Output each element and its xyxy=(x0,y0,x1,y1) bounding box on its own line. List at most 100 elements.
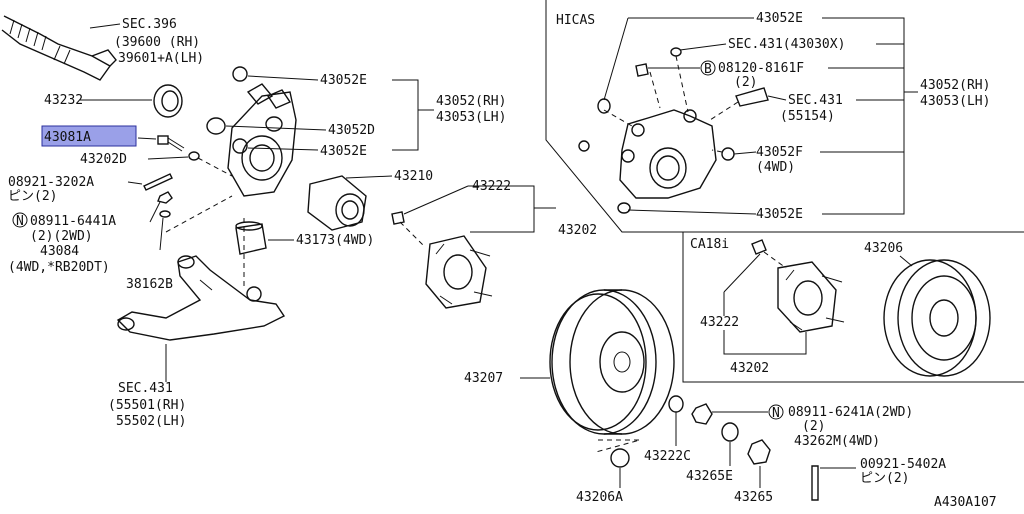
axle-housing-drawing xyxy=(206,66,297,197)
label-43052-rh[interactable]: 43052(RH) xyxy=(436,94,506,109)
b-marker-hicas: B xyxy=(700,60,716,77)
label-h-08120-8161f[interactable]: 08120-8161F xyxy=(718,61,804,76)
leader-43222 xyxy=(403,185,469,215)
leader-43052d xyxy=(225,125,327,131)
driveshaft-drawing xyxy=(1,15,117,81)
label-c43202[interactable]: 43202 xyxy=(730,361,769,376)
label-43052e-top[interactable]: 43052E xyxy=(320,73,367,88)
leader-43210 xyxy=(345,175,393,179)
label-hicas: HICAS xyxy=(556,13,595,28)
label-00921-5402a[interactable]: 00921-5402A xyxy=(860,457,946,472)
label-43084[interactable]: 43084 xyxy=(40,244,79,259)
hicas-nut-top-drawing xyxy=(670,47,682,57)
label-sec396-lh: 39601+A(LH) xyxy=(118,51,204,66)
grease-seal-drawing xyxy=(153,84,183,118)
label-sec431-lh: 55502(LH) xyxy=(116,414,186,429)
label-h43052-rh[interactable]: 43052(RH) xyxy=(920,78,990,93)
label-43173[interactable]: 43173(4WD) xyxy=(296,233,374,248)
n-marker-bottom: N xyxy=(768,404,784,421)
label-sec431-lower[interactable]: SEC.431 xyxy=(118,381,173,396)
svg-text:B: B xyxy=(704,62,712,77)
bushing-43173-drawing xyxy=(235,221,267,255)
hicas-43052f-drawing xyxy=(721,147,735,161)
washer-43265e-drawing xyxy=(721,422,739,442)
label-43207[interactable]: 43207 xyxy=(464,371,503,386)
label-43053-lh[interactable]: 43053(LH) xyxy=(436,110,506,125)
label-c43206[interactable]: 43206 xyxy=(864,241,903,256)
hicas-box-border xyxy=(545,0,1024,233)
label-h43052e-bot[interactable]: 43052E xyxy=(756,207,803,222)
label-h43053-lh[interactable]: 43053(LH) xyxy=(920,94,990,109)
label-08921-qty: ピン(2) xyxy=(8,189,57,204)
leader-h-sec431-30 xyxy=(679,43,727,51)
label-sec396[interactable]: SEC.396 xyxy=(122,17,177,32)
hicas-dashes xyxy=(603,55,739,153)
label-43265[interactable]: 43265 xyxy=(734,490,773,505)
leader-c43222 xyxy=(723,253,761,293)
label-sec431-rh: (55501(RH) xyxy=(108,398,186,413)
n-marker-left: N xyxy=(12,212,28,229)
spacer-43222c-drawing xyxy=(668,395,684,413)
label-43222[interactable]: 43222 xyxy=(472,179,511,194)
bolt-43081a-drawing xyxy=(157,135,185,152)
washer-43084-drawing xyxy=(159,210,171,218)
label-08911-6241a-qty: (2) xyxy=(802,419,825,434)
label-08911-qty: (2)(2WD) xyxy=(30,229,93,244)
dash-rotor-cap xyxy=(595,439,641,453)
nut-08911-6241a-drawing xyxy=(691,403,713,425)
brake-drum-drawing xyxy=(883,259,991,377)
hicas-knuckle-drawing xyxy=(617,109,717,214)
label-h-sec431-43030x[interactable]: SEC.431(43030X) xyxy=(728,37,845,52)
label-43202d[interactable]: 43202D xyxy=(80,152,127,167)
label-ca18i: CA18i xyxy=(690,237,729,252)
label-08921-3202a[interactable]: 08921-3202A xyxy=(8,175,94,190)
leader-43084 xyxy=(159,217,164,251)
label-43210[interactable]: 43210 xyxy=(394,169,433,184)
label-c43222[interactable]: 43222 xyxy=(700,315,739,330)
label-43222c[interactable]: 43222C xyxy=(644,449,691,464)
label-43202[interactable]: 43202 xyxy=(558,223,597,238)
hicas-actuator-drawing xyxy=(735,87,769,107)
lower-arm-drawing xyxy=(116,255,286,341)
label-43052e-mid[interactable]: 43052E xyxy=(320,144,367,159)
label-h-sec431[interactable]: SEC.431 xyxy=(788,93,843,108)
leader-43081a xyxy=(137,137,157,140)
hicas-washer-drawing xyxy=(578,140,590,152)
label-43206a[interactable]: 43206A xyxy=(576,490,623,505)
leader-nut-08911 xyxy=(149,201,161,223)
label-43084-note: (4WD,*RB20DT) xyxy=(8,260,110,275)
label-43081a[interactable]: 43081A xyxy=(44,130,91,145)
axle-hub-drawing xyxy=(391,211,493,309)
label-43265e[interactable]: 43265E xyxy=(686,469,733,484)
label-h43052e-top[interactable]: 43052E xyxy=(756,11,803,26)
nut-43265-drawing xyxy=(747,439,771,465)
label-38162b[interactable]: 38162B xyxy=(126,277,173,292)
leader-c43206 xyxy=(899,255,913,267)
nut-08911-drawing xyxy=(157,191,173,204)
leader-43052e-top xyxy=(247,75,319,81)
hub-bearing-drawing xyxy=(307,175,367,231)
label-43052d[interactable]: 43052D xyxy=(328,123,375,138)
dash-knuckle-arm xyxy=(165,157,245,290)
label-00921-qty: ピン(2) xyxy=(860,471,909,486)
bracket-hicas xyxy=(820,17,918,215)
leader-h43052e-top xyxy=(603,17,629,101)
label-08911-6241a[interactable]: 08911-6241A(2WD) xyxy=(788,405,913,420)
washer-43202d-drawing xyxy=(188,151,200,161)
hicas-bushing-drawing xyxy=(597,98,611,114)
leader-38162b xyxy=(199,279,213,291)
leader-43052e-mid xyxy=(247,147,319,151)
label-08911-6441a[interactable]: 08911-6441A xyxy=(30,214,116,229)
leader-sec396 xyxy=(89,23,121,29)
diagram-code: A430A107 xyxy=(934,495,997,510)
label-h43052f-qty: (4WD) xyxy=(756,160,795,175)
hicas-bolt-drawing xyxy=(635,63,649,77)
svg-text:N: N xyxy=(772,406,780,421)
ca18i-hub-drawing xyxy=(751,239,845,333)
label-43262m[interactable]: 43262M(4WD) xyxy=(794,434,880,449)
bracket-43222-43202 xyxy=(468,185,556,233)
label-h43052f[interactable]: 43052F xyxy=(756,145,803,160)
label-43232[interactable]: 43232 xyxy=(44,93,83,108)
